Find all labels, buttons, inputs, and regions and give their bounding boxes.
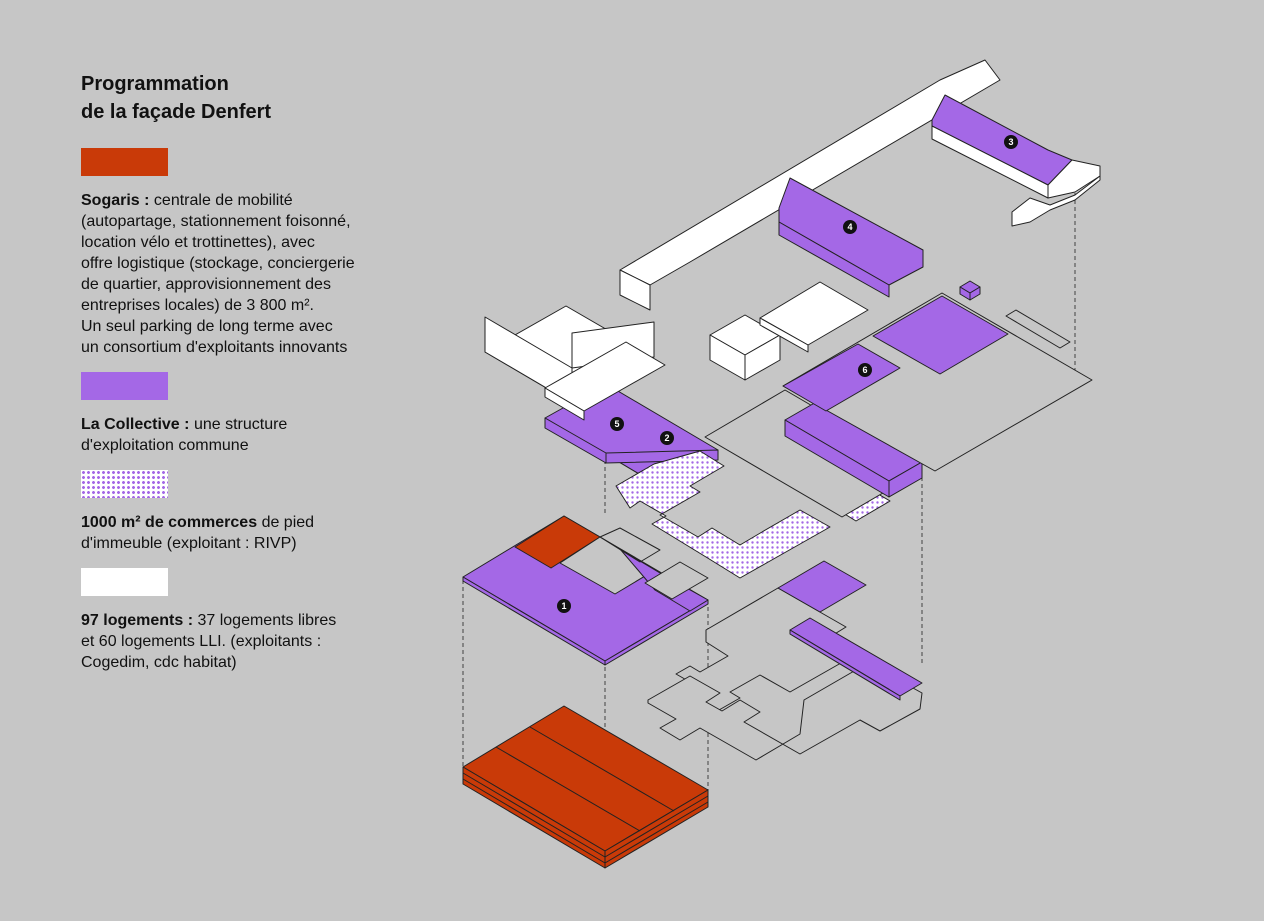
numbered-badges: 1 2 3 4 5 6 <box>557 135 1018 613</box>
badge-2-label: 2 <box>664 433 669 443</box>
legend-item-sogaris: Sogaris : centrale de mobilité (autopart… <box>81 190 411 358</box>
legend-line: centrale de mobilité <box>153 192 293 209</box>
badge-4-label: 4 <box>847 222 852 232</box>
legend-line: (autopartage, stationnement foisonné, <box>81 213 351 230</box>
building-5-cluster <box>484 305 666 421</box>
swatch-commerces <box>81 470 168 498</box>
badge-5: 5 <box>610 417 624 431</box>
level-1-ground-floor <box>462 515 923 761</box>
legend-bold-sogaris: Sogaris : <box>81 192 150 209</box>
historic-building-roofs <box>619 59 1101 381</box>
legend-bold-commerces: 1000 m² de commerces <box>81 514 258 531</box>
title-line-2: de la façade Denfert <box>81 101 272 123</box>
swatch-sogaris <box>81 148 168 176</box>
diagram-title: Programmation de la façade Denfert <box>81 70 411 126</box>
legend-line: d'immeuble (exploitant : RIVP) <box>81 535 297 552</box>
badge-5-label: 5 <box>614 419 619 429</box>
legend-line: de quartier, approvisionnement des <box>81 276 331 293</box>
legend-line: location vélo et trottinettes), avec <box>81 234 315 251</box>
sogaris-parking-block <box>462 705 709 869</box>
legend-panel: Programmation de la façade Denfert Sogar… <box>81 70 411 687</box>
legend-line: offre logistique (stockage, conciergerie <box>81 255 355 272</box>
legend-line: Un seul parking de long terme avec <box>81 318 333 335</box>
legend-bold-collective: La Collective : <box>81 416 190 433</box>
badge-1: 1 <box>557 599 571 613</box>
legend-line: Cogedim, cdc habitat) <box>81 654 237 671</box>
swatch-collective <box>81 372 168 400</box>
badge-2: 2 <box>660 431 674 445</box>
legend-item-commerces: 1000 m² de commerces de pied d'immeuble … <box>81 512 411 554</box>
badge-4: 4 <box>843 220 857 234</box>
badge-1-label: 1 <box>561 601 566 611</box>
badge-6-label: 6 <box>862 365 867 375</box>
legend-line: un consortium d'exploitants innovants <box>81 339 348 356</box>
legend-line: et 60 logements LLI. (exploitants : <box>81 633 322 650</box>
legend-line: 37 logements libres <box>197 612 337 629</box>
badge-6: 6 <box>858 363 872 377</box>
legend-line: de pied <box>261 514 315 531</box>
swatch-logements <box>81 568 168 596</box>
legend-line: d'exploitation commune <box>81 437 249 454</box>
legend-line: une structure <box>193 416 288 433</box>
legend-line: entreprises locales) de 3 800 m². <box>81 297 314 314</box>
level-3-floor <box>782 280 1093 472</box>
legend-item-collective: La Collective : une structure d'exploita… <box>81 414 411 456</box>
level-2-floor <box>544 383 923 579</box>
badge-3: 3 <box>1004 135 1018 149</box>
title-line-1: Programmation <box>81 73 229 95</box>
legend-bold-logements: 97 logements : <box>81 612 194 629</box>
badge-3-label: 3 <box>1008 137 1013 147</box>
legend-item-logements: 97 logements : 37 logements libres et 60… <box>81 610 411 673</box>
